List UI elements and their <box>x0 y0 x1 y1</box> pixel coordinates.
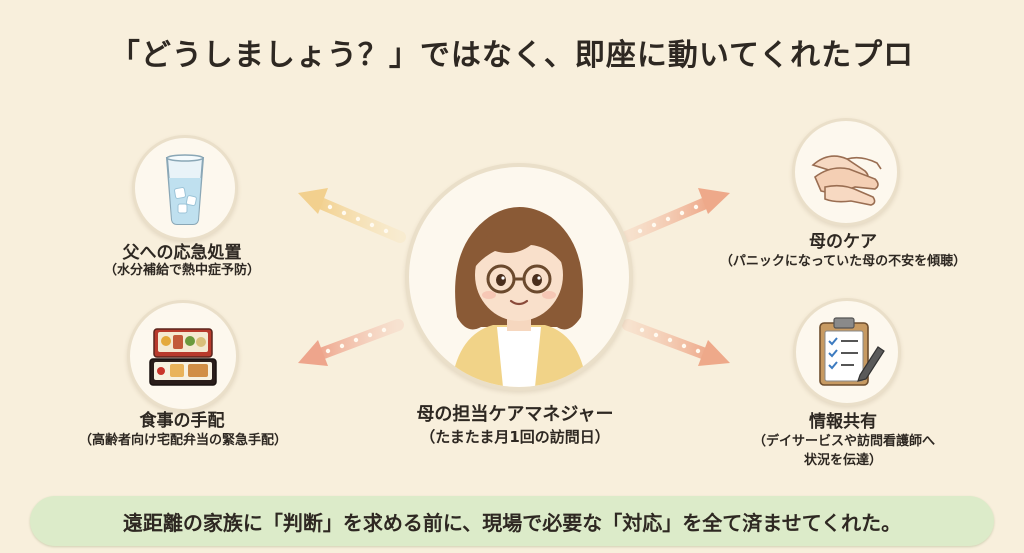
care-manager-circle <box>405 163 633 391</box>
info-sharing-sub-line2: 状況を伝達） <box>803 453 882 468</box>
clipboard-checklist-icon <box>819 317 885 386</box>
first-aid-label: 父への応急処置 <box>122 243 242 263</box>
first-aid-sub: （水分補給で熱中症予防） <box>103 263 260 278</box>
bento-box-icon <box>149 328 217 386</box>
first-aid-circle <box>132 135 238 241</box>
summary-text: 遠距離の家族に「判断」を求める前に、現場で必要な「対応」を全て済ませてくれた。 <box>122 510 902 535</box>
mother-care-sub: （パニックになっていた母の不安を傾聴） <box>719 254 967 269</box>
care-manager-woman-illustration <box>451 207 587 387</box>
arrow-to-first-aid <box>298 188 406 243</box>
arrow-to-meal-arrangement <box>298 319 404 366</box>
meal-arrangement-sub: （高齢者向け宅配弁当の緊急手配） <box>78 433 287 448</box>
info-sharing-sub-line1: （デイサービスや訪問看護師へ <box>752 434 935 449</box>
info-sharing-label: 情報共有 <box>809 412 877 432</box>
care-manager-label: 母の担当ケアマネジャー <box>416 404 614 425</box>
arrow-to-info-sharing <box>622 319 730 366</box>
info-sharing-circle <box>793 298 901 406</box>
mother-care-circle <box>792 118 900 226</box>
arrow-to-mother-care <box>620 188 730 243</box>
page-title: 「どうしましょう？」ではなく、即座に動いてくれたプロ <box>109 38 915 73</box>
water-glass-icon <box>165 154 205 225</box>
holding-hands-icon <box>811 155 882 206</box>
meal-arrangement-circle <box>127 300 239 412</box>
mother-care-label: 母のケア <box>809 232 877 252</box>
summary-banner: 遠距離の家族に「判断」を求める前に、現場で必要な「対応」を全て済ませてくれた。 <box>30 496 994 546</box>
meal-arrangement-label: 食事の手配 <box>139 411 225 431</box>
care-manager-sub: （たまたま月1回の訪問日） <box>420 428 610 446</box>
